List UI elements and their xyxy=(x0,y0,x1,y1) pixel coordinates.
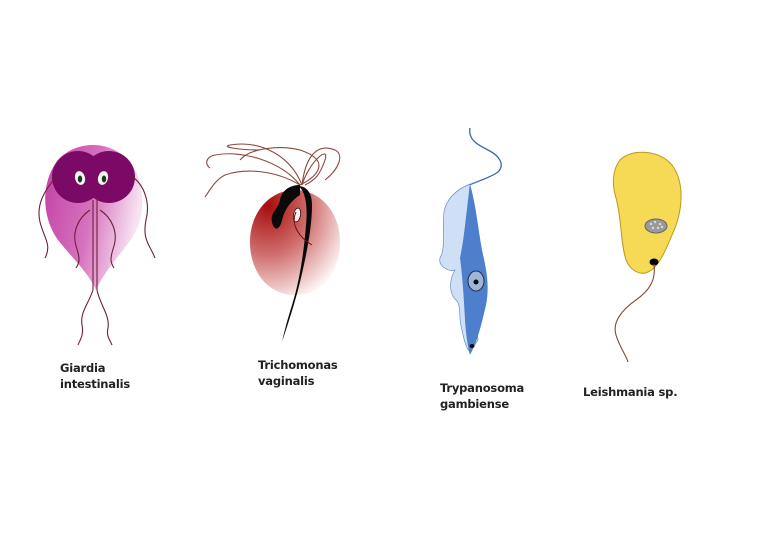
trypanosoma-illustration xyxy=(439,127,502,355)
leishmania-label-line1: Leishmania sp. xyxy=(583,385,678,399)
leishmania-flagellum xyxy=(614,263,655,363)
trypanosoma-body xyxy=(460,184,488,355)
leishmania-kinetoplast xyxy=(649,258,659,266)
trichomonas-illustration xyxy=(204,143,341,342)
giardia-label: Giardia intestinalis xyxy=(60,360,130,392)
giardia-flagella xyxy=(38,174,156,346)
giardia-eye-right xyxy=(97,171,109,185)
leishmania-body xyxy=(612,151,682,274)
giardia-eye-left xyxy=(74,171,86,185)
trichomonas-axostyle xyxy=(282,186,312,342)
trichomonas-flagella xyxy=(204,143,341,198)
trichomonas-body xyxy=(250,190,340,295)
giardia-nuclei xyxy=(52,151,135,203)
leishmania-label: Leishmania sp. xyxy=(583,384,678,400)
trichomonas-nucleus xyxy=(292,207,302,223)
trichomonas-label-line1: Trichomonas xyxy=(258,358,338,372)
leishmania-nucleus xyxy=(644,218,668,234)
trichomonas-membrane xyxy=(271,185,300,229)
trypanosoma-label-line2: gambiense xyxy=(440,397,509,411)
giardia-label-line2: intestinalis xyxy=(60,377,130,391)
trypanosoma-label-line1: Trypanosoma xyxy=(440,381,525,395)
trypanosoma-kinetoplast xyxy=(469,344,475,348)
trypanosoma-flagellum xyxy=(466,127,502,187)
trypanosoma-label: Trypanosoma gambiense xyxy=(440,380,524,412)
giardia-label-line1: Giardia xyxy=(60,361,106,375)
leishmania-illustration xyxy=(612,151,682,363)
trichomonas-label: Trichomonas vaginalis xyxy=(258,357,338,389)
giardia-illustration xyxy=(38,145,156,346)
trichomonas-label-line2: vaginalis xyxy=(258,374,315,388)
